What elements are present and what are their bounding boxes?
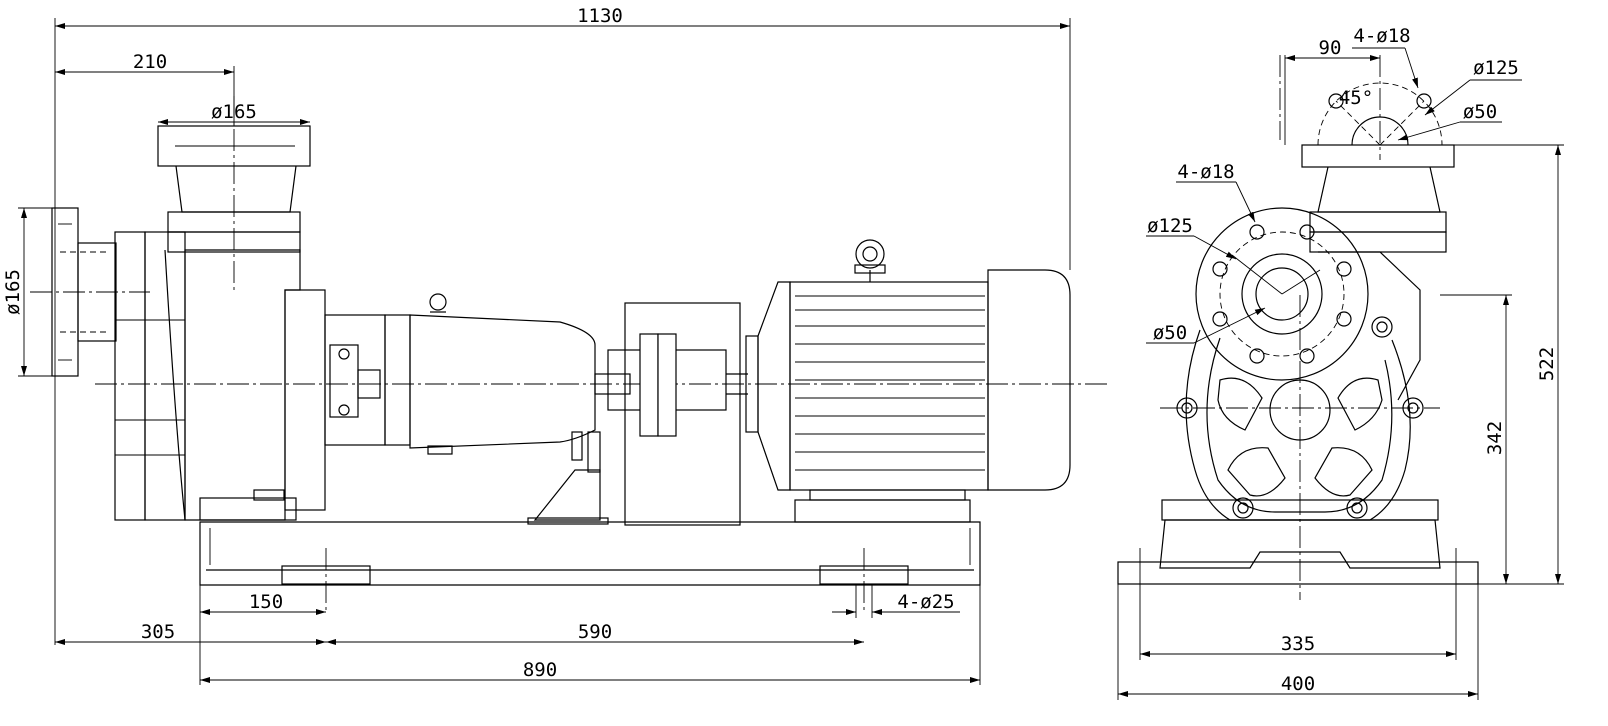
dim-bolt-angle: 45° [1339,87,1373,109]
dim-base-hole-spacing: 590 [578,621,612,643]
dim-shaft-height: 342 [1484,421,1506,455]
motor [745,239,1071,523]
suction-flange-face [1195,207,1369,381]
side-dimensions [18,18,1071,685]
side-elevation-view: 1130 210 ø165 ø165 150 305 590 890 4-ø25 [2,5,1110,685]
dim-flange-pcd-top: ø125 [1473,57,1519,79]
dim-flange-bolts-side: 4-ø18 [1177,161,1234,183]
dim-flange-bolts-top: 4-ø18 [1353,25,1410,47]
pump-casing [114,231,326,521]
dim-anchor-holes: 4-ø25 [897,591,954,613]
end-view: 90 4-ø18 ø125 ø50 45° 4-ø18 ø125 ø50 522… [1117,25,1564,700]
dim-flange-offset: 90 [1319,37,1342,59]
dim-inlet-offset: 210 [133,51,167,73]
dim-bore-top: ø50 [1463,101,1497,123]
dim-base-hole-width: 335 [1281,633,1315,655]
dim-outlet-height: 522 [1536,347,1558,381]
end-view-outlet [1301,144,1455,401]
bearing-housing [324,293,609,525]
coupling [594,302,748,526]
dim-suction-flange: ø165 [2,269,24,315]
end-view-base [1117,499,1479,590]
baseplate [199,521,981,586]
dim-base-width: 400 [1281,673,1315,695]
suction-flange [30,207,150,377]
dim-bore-side: ø50 [1153,322,1187,344]
dim-flange-pcd-side: ø125 [1147,215,1193,237]
dim-base-hole-offset: 150 [249,591,283,613]
dim-base-length: 890 [523,659,557,681]
dim-base-offset-left: 305 [141,621,175,643]
dim-discharge-flange: ø165 [211,101,257,123]
end-dimensions [1117,47,1564,700]
dim-overall-length: 1130 [577,5,623,27]
top-flange-pattern [1317,55,1443,160]
